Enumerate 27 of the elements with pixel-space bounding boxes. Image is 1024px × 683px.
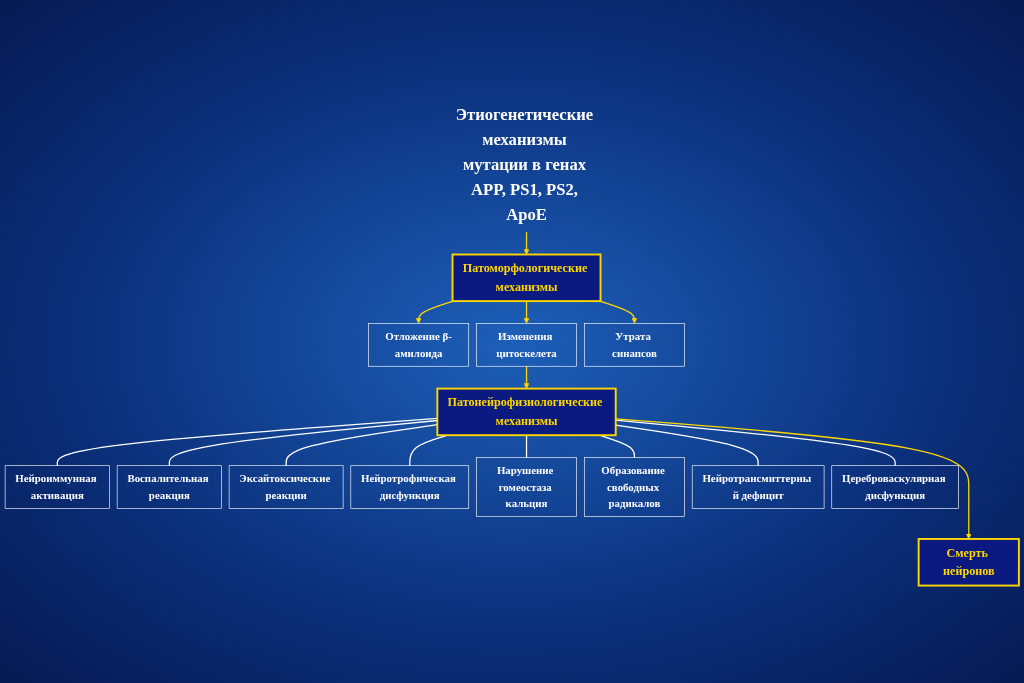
node-box: Нейроиммунная активация — [4, 465, 110, 509]
node-box: Утрата синапсов — [584, 323, 685, 367]
node-box: Патоморфологические механизмы — [451, 253, 602, 303]
connector — [285, 424, 438, 467]
arrow — [523, 231, 530, 255]
arrow — [523, 300, 530, 324]
node-box: Эксайтоксические реакции — [228, 465, 344, 509]
connector — [56, 417, 438, 467]
connector — [525, 434, 528, 459]
node-box: Воспалительная реакция — [116, 465, 222, 509]
node-box: Образование свободных радикалов — [584, 457, 685, 517]
arrow — [615, 418, 972, 540]
node-box: Отложение β-амилоида — [368, 323, 470, 367]
node-box: Нейротрофическая дисфункция — [350, 465, 470, 509]
connector — [615, 424, 759, 467]
node-box: Нейротрансмиттерны й дефицит — [691, 465, 825, 509]
arrow — [523, 365, 530, 389]
node-text: Этиогенетические механизмы мутации в генах APP, PS1, PS2, ApoE — [455, 105, 594, 224]
connector — [168, 419, 438, 467]
node-box: Смерть нейронов — [917, 538, 1020, 587]
node-box: Нарушение гомеостаза кальция — [476, 457, 577, 517]
node-box: Изменения цитоскелета — [476, 323, 577, 367]
arrow — [598, 300, 638, 324]
connector — [615, 419, 896, 467]
node-box: Патонейрофизиологические механизмы — [436, 387, 617, 437]
node-box: Цереброваскулярная дисфункция — [831, 465, 959, 509]
arrow — [415, 300, 455, 324]
